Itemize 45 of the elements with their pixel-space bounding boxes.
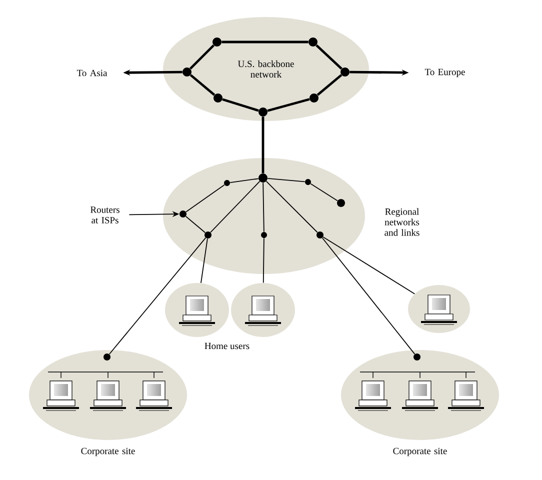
network-link	[316, 74, 342, 96]
network-link	[322, 236, 416, 294]
network-link	[230, 178, 259, 183]
network-link	[266, 180, 318, 233]
node-label: Routers at ISPs	[90, 206, 120, 224]
node-label: To Europe	[424, 68, 465, 78]
network-link	[262, 182, 264, 232]
network-link	[186, 184, 225, 212]
computer-drawing	[408, 285, 470, 333]
node-label: Regional networks and links	[384, 208, 420, 236]
network-link	[316, 44, 342, 70]
network-link	[322, 237, 416, 355]
network-link	[190, 74, 216, 96]
computer-drawing	[231, 283, 295, 337]
router-dot	[340, 68, 350, 76]
network-link	[222, 40, 308, 44]
router-dot	[258, 174, 268, 182]
network-link	[267, 178, 306, 182]
router-dot	[104, 353, 110, 360]
router-dot	[316, 232, 324, 238]
network-link	[108, 237, 206, 355]
network-link	[189, 44, 215, 70]
router-dot	[258, 108, 268, 116]
computer-drawing	[165, 283, 229, 337]
router-dot	[414, 353, 420, 360]
network-link	[210, 180, 260, 233]
node-label: To Asia	[76, 70, 108, 76]
caption-label: Home users	[204, 342, 250, 350]
router-dot	[308, 38, 318, 46]
router-dot	[214, 94, 222, 102]
router-dot	[310, 94, 318, 102]
network-link	[262, 238, 264, 284]
network-link	[310, 183, 338, 202]
network-link	[222, 98, 259, 112]
router-dot	[204, 232, 212, 238]
network-link	[185, 216, 206, 234]
node-label: Corporate site	[81, 448, 135, 456]
node-label: Corporate site	[393, 448, 447, 456]
router-dot	[212, 38, 222, 46]
network-link	[200, 238, 208, 284]
router-dot	[337, 199, 345, 207]
router-dot	[180, 210, 186, 218]
network-link	[262, 116, 264, 174]
router-dot	[182, 68, 192, 76]
network-link	[267, 98, 310, 112]
